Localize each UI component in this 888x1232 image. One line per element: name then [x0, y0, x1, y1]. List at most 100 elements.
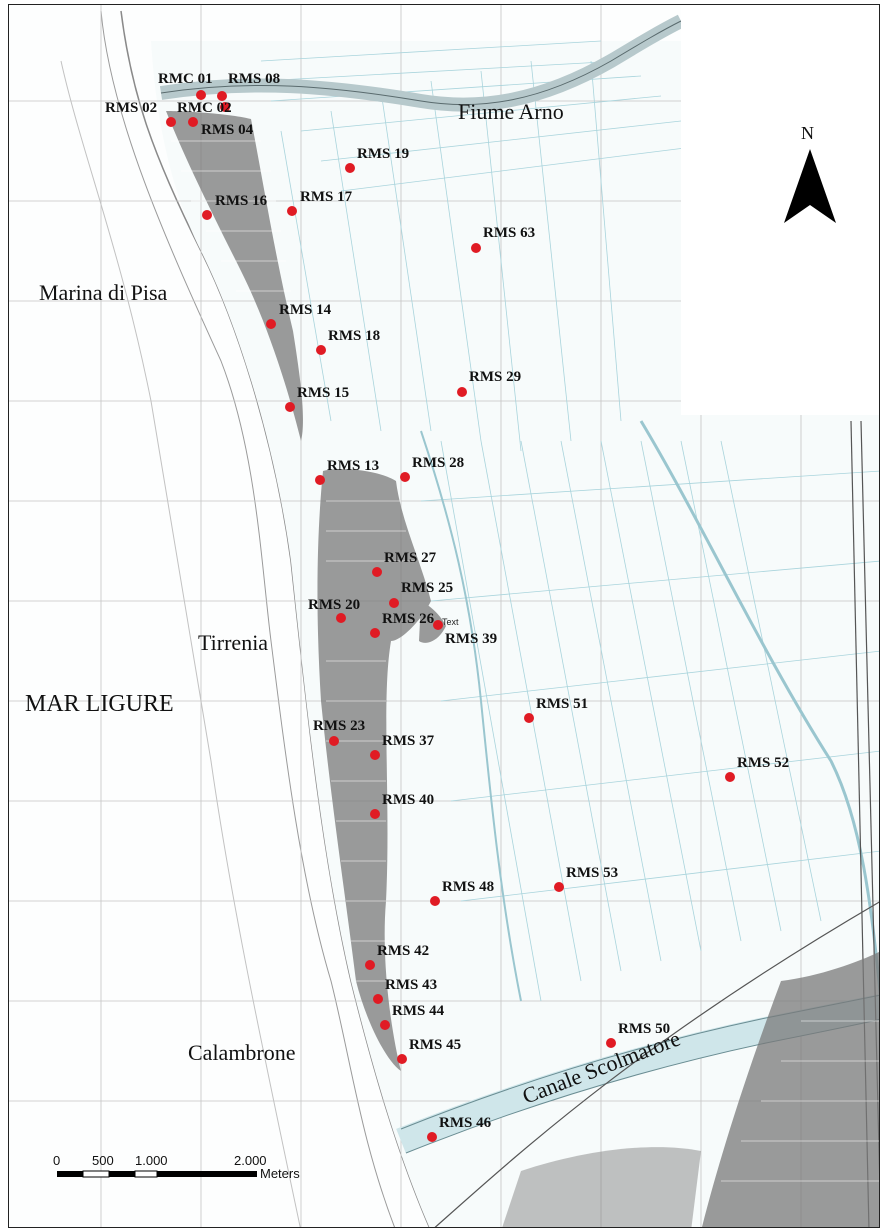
scale-tick-500: 500: [92, 1153, 114, 1168]
point-marker: [725, 772, 735, 782]
monitoring-point: RMS 17: [287, 189, 353, 216]
monitoring-point: RMS 39: [433, 620, 497, 647]
north-label: N: [801, 123, 814, 143]
point-label: RMS 19: [357, 146, 409, 162]
monitoring-point: RMS 15: [285, 385, 349, 412]
monitoring-point: RMS 37: [370, 733, 435, 760]
text-marker: Text: [442, 617, 459, 627]
point-label: RMS 20: [308, 597, 360, 613]
point-marker: [372, 567, 382, 577]
point-marker: [329, 736, 339, 746]
monitoring-point: RMS 40: [370, 792, 434, 819]
monitoring-point: RMS 48: [430, 879, 494, 906]
point-marker: [433, 620, 443, 630]
point-marker: [166, 117, 176, 127]
monitoring-point: RMS 45: [397, 1037, 461, 1064]
monitoring-point: RMS 46: [427, 1115, 492, 1142]
monitoring-point: RMC 02: [177, 100, 232, 116]
point-label: RMS 29: [469, 369, 521, 385]
point-marker: [430, 896, 440, 906]
monitoring-point: RMS 08: [217, 71, 280, 101]
point-label: RMS 40: [382, 792, 434, 808]
point-label: RMS 44: [392, 1003, 445, 1019]
monitoring-point: RMS 16: [202, 193, 268, 220]
point-label: RMS 39: [445, 631, 497, 647]
point-marker: [524, 713, 534, 723]
scale-tick-0: 0: [53, 1153, 60, 1168]
monitoring-point: RMS 42: [365, 943, 429, 970]
point-marker: [400, 472, 410, 482]
point-marker: [285, 402, 295, 412]
point-marker: [316, 345, 326, 355]
point-marker: [266, 319, 276, 329]
point-marker: [188, 117, 198, 127]
scale-segment-1: [57, 1171, 83, 1177]
point-label: RMS 52: [737, 755, 789, 771]
point-label: RMS 37: [382, 733, 435, 749]
point-label: RMS 08: [228, 71, 280, 87]
point-label: RMS 17: [300, 189, 353, 205]
point-label: RMS 53: [566, 865, 618, 881]
monitoring-point: RMS 28: [400, 455, 464, 482]
monitoring-point: RMS 23: [313, 718, 365, 746]
point-label: RMS 14: [279, 302, 332, 318]
point-marker: [196, 90, 206, 100]
navicelli-canal: [639, 420, 879, 997]
monitoring-point: RMS 43: [373, 977, 437, 1004]
scale-tick-2000: 2.000: [234, 1153, 267, 1168]
point-label: RMS 04: [201, 122, 254, 138]
street-texture: [171, 140, 879, 1182]
point-label: RMS 16: [215, 193, 268, 209]
point-label: RMC 01: [158, 71, 213, 87]
scale-segment-3: [109, 1171, 135, 1177]
monitoring-point: RMS 18: [316, 328, 380, 355]
point-marker: [217, 91, 227, 101]
point-marker: [380, 1020, 390, 1030]
drainage-lines: [260, 40, 879, 1002]
place-tirrenia: Tirrenia: [198, 630, 268, 655]
arno-river-edge: [160, 20, 682, 106]
point-marker: [370, 809, 380, 819]
monitoring-point: RMS 20: [308, 597, 360, 623]
point-marker: [287, 206, 297, 216]
monitoring-point: RMS 04: [188, 117, 254, 138]
bathymetry-line-2: [60, 60, 301, 1227]
point-marker: [471, 243, 481, 253]
monitoring-point: RMC 01: [158, 71, 213, 100]
scale-segment-4: [134, 1170, 158, 1178]
point-label: RMS 42: [377, 943, 429, 959]
point-marker: [365, 960, 375, 970]
point-marker: [606, 1038, 616, 1048]
point-marker: [389, 598, 399, 608]
place-fiume-arno: Fiume Arno: [458, 99, 564, 124]
point-marker: [336, 613, 346, 623]
blank-region: [681, 5, 879, 415]
point-marker: [202, 210, 212, 220]
point-label: RMS 46: [439, 1115, 492, 1131]
scale-bar: 0 500 1.000 2.000 Meters: [53, 1153, 300, 1181]
point-label: RMS 48: [442, 879, 494, 895]
monitoring-point: RMS 27: [372, 550, 437, 577]
scale-unit: Meters: [260, 1166, 300, 1181]
place-marina-di-pisa: Marina di Pisa: [39, 280, 168, 305]
point-label: RMS 26: [382, 611, 435, 627]
point-marker: [315, 475, 325, 485]
point-label: RMS 28: [412, 455, 464, 471]
inland-canal: [420, 430, 522, 1002]
point-label: RMS 51: [536, 696, 588, 712]
point-label: RMS 27: [384, 550, 437, 566]
monitoring-point: RMS 63: [471, 225, 535, 253]
point-marker: [457, 387, 467, 397]
point-marker: [370, 628, 380, 638]
point-label: RMS 23: [313, 718, 365, 734]
monitoring-point: RMS 52: [725, 755, 789, 782]
bathymetry-line: [100, 10, 396, 1227]
point-label: RMS 63: [483, 225, 535, 241]
monitoring-point: RMS 50: [606, 1021, 670, 1048]
north-arrow-icon: N: [784, 123, 836, 223]
monitoring-point: RMS 53: [554, 865, 618, 892]
point-label: RMS 15: [297, 385, 349, 401]
